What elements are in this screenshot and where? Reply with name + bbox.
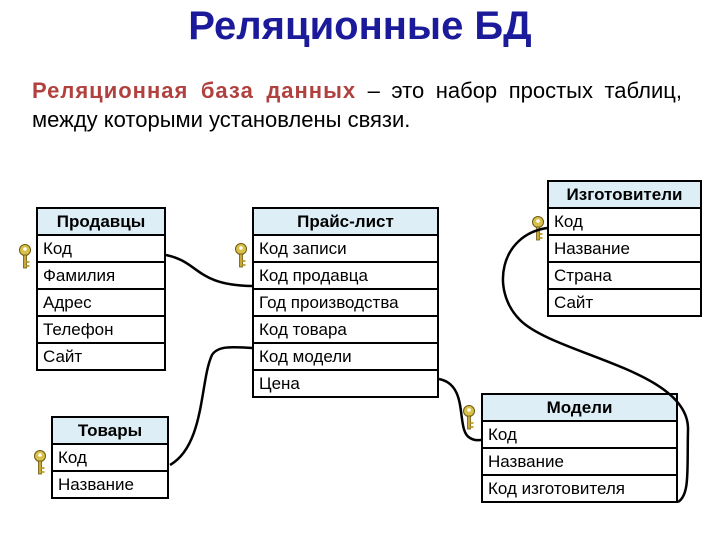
field-nazvanie: Название [51,470,169,499]
field-cena: Цена [252,369,439,398]
field-kod-zapisi: Код записи [252,234,439,263]
table-price-list: Прайс-лист Код записи Код продавца Год п… [252,207,439,398]
field-nazvanie: Название [547,234,702,263]
table-header: Продавцы [36,207,166,236]
table-tovary: Товары Код Название [51,416,169,499]
table-prodavcy: Продавцы Код Фамилия Адрес Телефон Сайт [36,207,166,371]
key-icon [34,450,46,475]
table-header: Изготовители [547,180,702,209]
table-izgotoviteli: Изготовители Код Название Страна Сайт [547,180,702,317]
field-kod-prodavca: Код продавца [252,261,439,290]
page-title: Реляционные БД [188,4,532,48]
key-icon [532,216,544,241]
key-icon [235,243,247,268]
field-kod-modeli: Код модели [252,342,439,371]
field-kod: Код [481,420,678,449]
key-icon [463,405,475,430]
link-tovary-price [169,345,253,467]
field-sait: Сайт [547,288,702,317]
field-kod: Код [36,234,166,263]
field-kod: Код [547,207,702,236]
table-header: Прайс-лист [252,207,439,236]
field-god-proizvodstva: Год производства [252,288,439,317]
field-familiya: Фамилия [36,261,166,290]
field-kod-tovara: Код товара [252,315,439,344]
field-kod-izgotovitelya: Код изготовителя [481,474,678,503]
key-icon [19,244,31,269]
field-strana: Страна [547,261,702,290]
definition-term: Реляционная база данных [32,78,357,103]
field-telefon: Телефон [36,315,166,344]
table-header: Товары [51,416,169,445]
definition-rest: – это набор простых таблиц, между которы… [32,78,682,132]
field-sait: Сайт [36,342,166,371]
definition-text: Реляционная база данных – это набор прос… [32,76,682,134]
field-adres: Адрес [36,288,166,317]
table-header: Модели [481,393,678,422]
field-nazvanie: Название [481,447,678,476]
table-modeli: Модели Код Название Код изготовителя [481,393,678,503]
field-kod: Код [51,443,169,472]
